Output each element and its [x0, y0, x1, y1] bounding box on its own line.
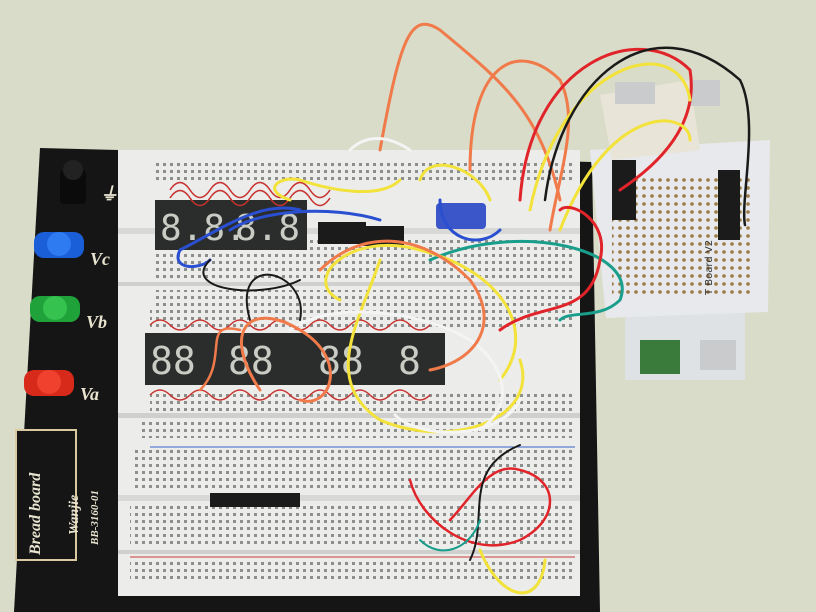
terminal-vb-label: Vb: [86, 312, 107, 332]
pcb-label: T Board V2: [704, 240, 715, 296]
terminal-ground[interactable]: [60, 160, 86, 204]
svg-text:88: 88: [150, 339, 196, 383]
model-label: BB-3160-01: [89, 490, 101, 546]
terminal-ground-label: ⏚: [100, 184, 118, 204]
potentiometer: [436, 203, 486, 229]
seven-segment-display-bottom: 88 88 88 8: [145, 333, 445, 385]
usb-board: [625, 310, 745, 380]
brand-label: Bread board: [27, 472, 44, 556]
terminal-va-label: Va: [80, 384, 99, 404]
header-strip: [210, 493, 300, 507]
resistor-array-top: [169, 181, 331, 207]
jumper-wires: [176, 22, 751, 595]
terminal-vc[interactable]: [34, 232, 84, 258]
svg-text:88: 88: [318, 339, 364, 383]
terminal-va[interactable]: [24, 370, 74, 396]
svg-text:8.8: 8.8: [235, 208, 300, 249]
maker-label: Wanjie: [67, 495, 82, 535]
brand-badge: Bread board Wanjie BB-3160-01: [15, 429, 101, 561]
terminal-vc-label: Vc: [90, 249, 110, 269]
terminal-vb[interactable]: [30, 296, 80, 322]
svg-text:8: 8: [398, 339, 421, 383]
pcb-shield: T Board V2: [590, 140, 770, 318]
ic-chip-1: [318, 222, 366, 244]
